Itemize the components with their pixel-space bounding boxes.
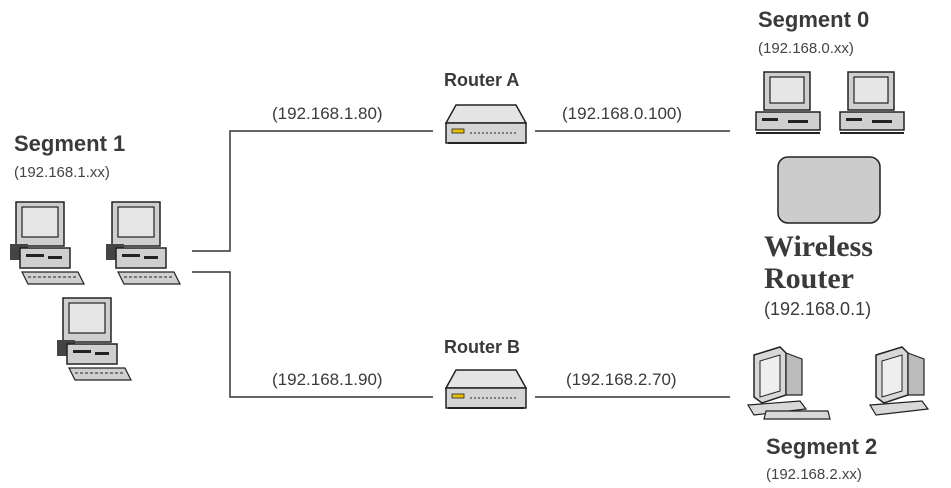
- segment1-subnet: (192.168.1.xx): [14, 164, 110, 181]
- router-b-left-ip: (192.168.1.90): [272, 370, 383, 389]
- segment1-title: Segment 1: [14, 131, 126, 156]
- segment0-title: Segment 0: [758, 7, 870, 32]
- wireless-router-label-line1: Wireless: [764, 230, 873, 263]
- desktop-computer-icon: [57, 297, 132, 381]
- wireless-router-label-line2: Router: [764, 262, 854, 295]
- router-a-right-ip: (192.168.0.100): [562, 104, 683, 123]
- desktop-computer-icon: [10, 201, 85, 285]
- desktop-computer-icon: [839, 71, 905, 134]
- segment2-subnet: (192.168.2.xx): [766, 466, 862, 483]
- desktop-computer-icon: [746, 346, 831, 420]
- router-a-title: Router A: [444, 70, 520, 90]
- router-icon: [444, 369, 528, 409]
- segment1-to-router-b-wire: [192, 271, 433, 398]
- desktop-computer-icon: [106, 201, 181, 285]
- wireless-router-ip: (192.168.0.1): [764, 299, 872, 319]
- segment1-to-router-a-wire: [192, 130, 433, 252]
- wireless-router-icon: [777, 156, 881, 224]
- segment0-subnet: (192.168.0.xx): [758, 40, 854, 57]
- router-icon: [444, 104, 528, 144]
- desktop-computer-icon: [755, 71, 821, 134]
- segment2-title: Segment 2: [766, 434, 878, 459]
- desktop-computer-icon: [868, 346, 930, 416]
- router-b-right-ip: (192.168.2.70): [566, 370, 677, 389]
- router-a-left-ip: (192.168.1.80): [272, 104, 383, 123]
- router-b-title: Router B: [444, 337, 520, 357]
